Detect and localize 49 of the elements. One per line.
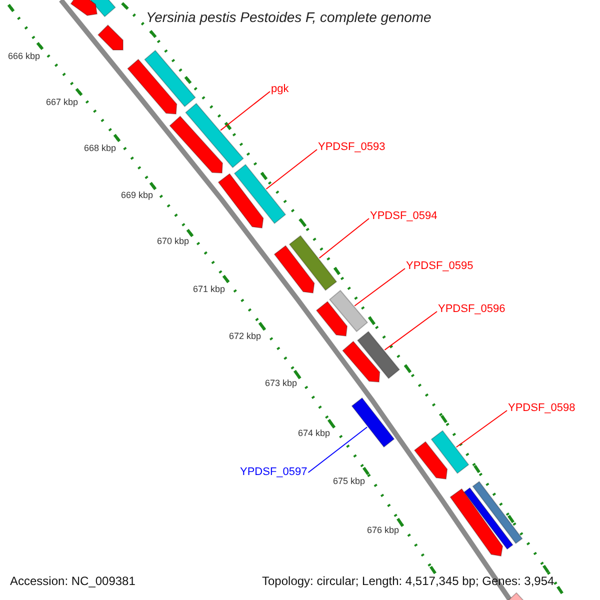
scale-label: 667 kbp	[46, 98, 78, 107]
gene-feature	[342, 340, 380, 383]
scale-label: 668 kbp	[84, 144, 116, 153]
gene-bar	[90, 0, 116, 18]
scale-label: 669 kbp	[121, 191, 154, 200]
gene-feature	[169, 116, 223, 174]
scale-label: 672 kbp	[229, 332, 262, 341]
gene-feature	[97, 24, 124, 50]
scale-label: 666 kbp	[8, 52, 40, 61]
scale-label: 675 kbp	[333, 477, 366, 486]
gene-bar	[288, 235, 338, 291]
gene-label: YPDSF_0594	[370, 211, 438, 222]
leader-line	[354, 268, 406, 306]
scale-label: 674 kbp	[298, 429, 330, 438]
scale-label: 671 kbp	[193, 285, 226, 294]
gene-feature	[414, 441, 448, 480]
scale-label: 670 kbp	[157, 237, 190, 246]
gene-feature	[316, 300, 348, 337]
leader-line	[318, 218, 370, 259]
gene-feature	[218, 173, 264, 229]
gene-label: YPDSF_0596	[438, 304, 506, 315]
gene-bar	[351, 397, 395, 448]
gene-bar	[185, 102, 244, 168]
gene-label: YPDSF_0598	[508, 403, 576, 414]
info-text: Topology: circular; Length: 4,517,345 bp; Genes: 3,954	[262, 575, 554, 587]
leader-line	[384, 311, 438, 350]
gene-bar	[430, 430, 470, 474]
gene-label: YPDSF_0593	[318, 142, 386, 153]
gene-bar	[144, 50, 196, 108]
gene-bar	[464, 487, 514, 550]
title: Yersinia pestis Pestoides F, complete genome	[146, 10, 432, 24]
leader-line	[220, 91, 270, 131]
gene-bar	[472, 480, 523, 544]
gene-bar	[234, 164, 286, 224]
scale-label: 676 kbp	[367, 526, 400, 535]
gene-feature	[70, 0, 98, 16]
gene-label: YPDSF_0597	[240, 467, 308, 478]
gene-feature	[127, 58, 178, 115]
leader-line	[308, 426, 368, 473]
leader-line	[266, 149, 318, 190]
gene-label: pgk	[271, 84, 289, 95]
gene-bar	[356, 330, 400, 380]
gene-label: YPDSF_0595	[406, 261, 474, 272]
leader-line	[456, 410, 508, 448]
gene-feature	[450, 488, 504, 557]
gene-bar	[328, 290, 368, 332]
info-text: Accession: NC_009381	[10, 575, 136, 587]
scale-label: 673 kbp	[265, 379, 298, 388]
gene-feature	[274, 245, 315, 294]
